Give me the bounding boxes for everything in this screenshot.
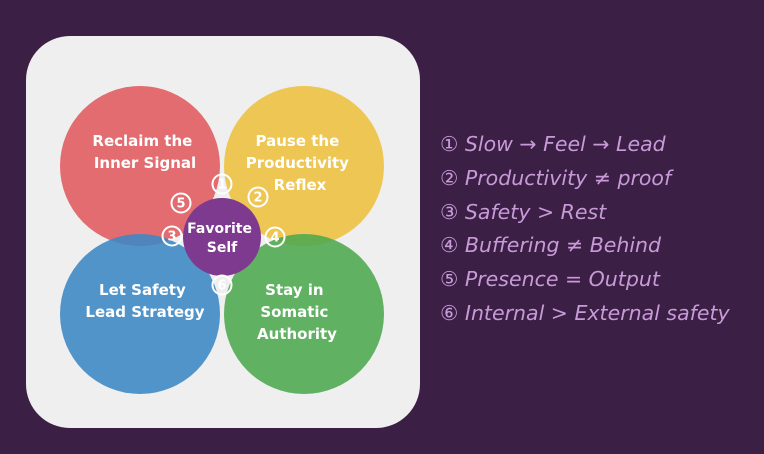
label-line: Reflex	[274, 176, 327, 194]
label-line: Authority	[257, 325, 337, 343]
badge-3: 3	[161, 225, 183, 247]
legend-item: ③ Safety > Rest	[440, 199, 607, 224]
badge-ring	[211, 173, 233, 195]
label-let-safety-lead-strategy: Let Safety Lead Strategy	[85, 281, 204, 321]
center-label: Favorite Self	[187, 221, 257, 256]
badge-number: 1	[217, 178, 226, 193]
badge-number: 2	[253, 191, 262, 206]
center-circle	[183, 198, 261, 276]
label-stay-in-somatic-authority: Stay in Somatic Authority	[257, 281, 337, 343]
badge-ring	[211, 274, 233, 296]
label-line: Somatic	[260, 303, 328, 321]
legend-item: ⑤ Presence = Output	[440, 267, 660, 292]
legend-item: ⑥ Internal > External safety	[440, 300, 730, 325]
center-label-line: Self	[207, 240, 238, 256]
label-line: Let Safety	[99, 281, 186, 299]
label-line: Lead Strategy	[85, 303, 204, 321]
badge-number: 4	[270, 231, 279, 246]
legend-item: ② Productivity ≠ proof	[440, 165, 672, 190]
center-label-line: Favorite	[187, 221, 252, 237]
circle-pause-productivity-reflex	[224, 86, 384, 246]
legend-list: ① Slow → Feel → Lead ② Productivity ≠ pr…	[440, 128, 730, 331]
badge-ring	[264, 226, 286, 248]
badge-4: 4	[264, 226, 286, 248]
badge-5: 5	[170, 192, 192, 214]
label-line: Reclaim the	[92, 132, 192, 150]
badge-ring	[170, 192, 192, 214]
label-line: Stay in	[265, 281, 323, 299]
legend-item: ① Slow → Feel → Lead	[440, 132, 666, 156]
label-pause-productivity-reflex: Pause the Productivity Reflex	[246, 132, 354, 194]
badge-number: 3	[167, 230, 176, 245]
label-line: Inner Signal	[94, 154, 196, 172]
circle-stay-in-somatic-authority	[224, 234, 384, 394]
badge-number: 6	[217, 279, 226, 294]
badge-6: 6	[211, 274, 233, 296]
badge-ring	[161, 225, 183, 247]
badge-number: 5	[176, 197, 185, 212]
badge-ring	[247, 186, 269, 208]
legend-item: ④ Buffering ≠ Behind	[440, 233, 662, 258]
label-line: Pause the	[256, 132, 340, 150]
circle-let-safety-lead-strategy	[60, 234, 220, 394]
badge-2: 2	[247, 186, 269, 208]
label-line: Productivity	[246, 154, 349, 172]
circle-reclaim-inner-signal	[60, 86, 220, 246]
badge-1: 1	[211, 173, 233, 195]
label-reclaim-inner-signal: Reclaim the Inner Signal	[92, 132, 197, 172]
